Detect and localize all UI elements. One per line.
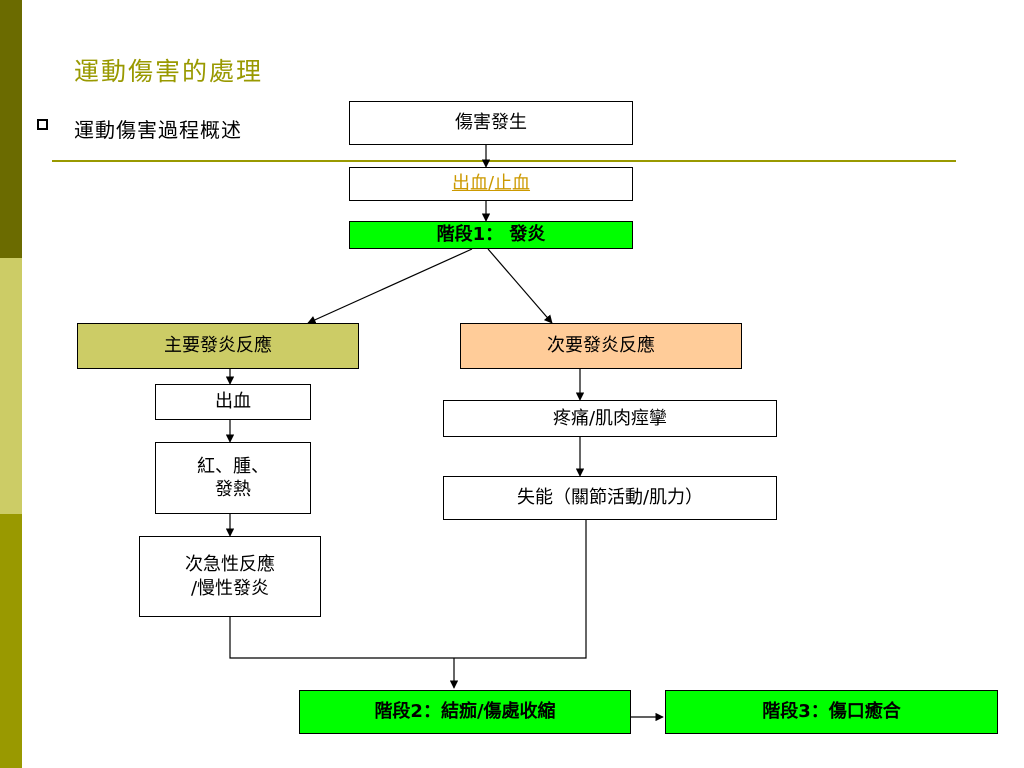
node-subacute-line2: /慢性發炎: [190, 577, 270, 599]
node-injury-occurs: 傷害發生: [349, 101, 633, 145]
node-loss-of-function: 失能（關節活動/肌力）: [443, 476, 777, 520]
node-subacute-line1: 次急性反應: [185, 554, 275, 576]
title-divider: [52, 160, 956, 162]
node-stage3-label: 階段3：傷口癒合: [762, 701, 901, 723]
node-bleeding: 出血: [155, 384, 311, 420]
sidebar-band-middle: [0, 258, 22, 514]
node-stage2-label: 階段2：結痂/傷處收縮: [374, 701, 556, 723]
merge-line: [229, 520, 587, 659]
node-stage1-inflammation: 階段1： 發炎: [349, 221, 633, 249]
bleeding-stop-link[interactable]: 出血/止血: [451, 173, 531, 195]
arrow-stage1-to-primary: [307, 248, 473, 324]
arrow-stage1-to-secondary: [487, 248, 553, 324]
node-bleeding-stop-link[interactable]: 出血/止血: [349, 167, 633, 201]
node-stage3-healing: 階段3：傷口癒合: [665, 690, 998, 734]
node-stage2-contraction: 階段2：結痂/傷處收縮: [299, 690, 631, 734]
node-primary-inflammation: 主要發炎反應: [77, 323, 359, 369]
slide-title: 運動傷害的處理: [74, 57, 264, 86]
bullet-text: 運動傷害過程概述: [74, 118, 242, 142]
sidebar-band-bottom: [0, 514, 22, 768]
node-redness-line2: 發熱: [215, 479, 251, 500]
node-injury-occurs-label: 傷害發生: [455, 112, 527, 134]
node-primary-label: 主要發炎反應: [164, 335, 272, 357]
node-loss-label: 失能（關節活動/肌力）: [516, 487, 704, 509]
node-pain-label: 疼痛/肌肉痙攣: [552, 407, 668, 429]
node-bleeding-label: 出血: [215, 391, 251, 413]
node-pain-spasm: 疼痛/肌肉痙攣: [443, 400, 777, 437]
node-subacute-chronic: 次急性反應 /慢性發炎: [139, 536, 321, 617]
node-redness-swelling-heat: 紅、腫、 發熱: [155, 442, 311, 514]
node-secondary-label: 次要發炎反應: [547, 335, 655, 357]
sidebar-band-top: [0, 0, 22, 258]
node-secondary-inflammation: 次要發炎反應: [460, 323, 742, 369]
square-bullet-icon: [37, 119, 48, 130]
node-redness-line1: 紅、腫、: [197, 455, 269, 477]
node-stage1-label: 階段1： 發炎: [436, 224, 546, 246]
